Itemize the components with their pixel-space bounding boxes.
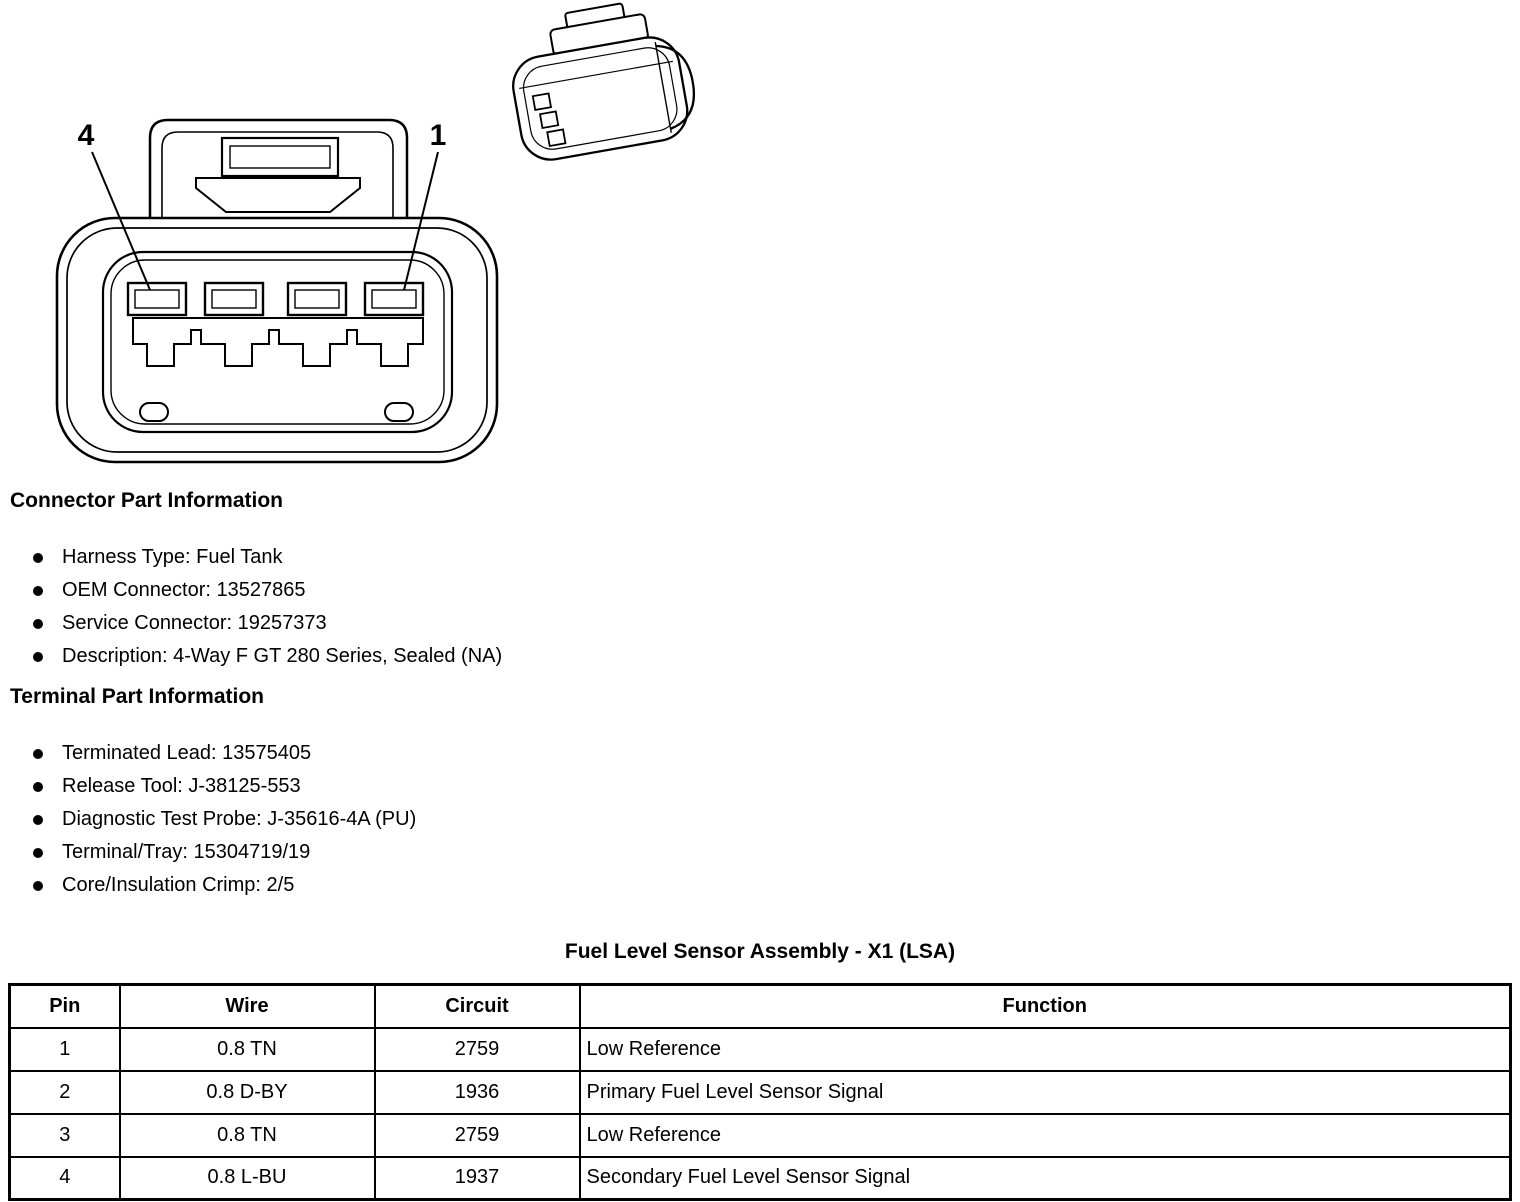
table-row-pin-1: 1 0.8 TN 2759 Low Reference (8, 1026, 1512, 1072)
cell-wire: 0.8 D-BY (118, 1069, 376, 1115)
pin-1-label: 1 (430, 119, 447, 152)
terminal-window (538, 110, 560, 130)
wire-seal-cap (655, 44, 695, 130)
connector-body-outline (55, 216, 499, 464)
table-header-row: Pin Wire Circuit Function (8, 983, 1512, 1029)
cell-wire: 0.8 TN (118, 1112, 376, 1158)
table-row-pin-3: 3 0.8 TN 2759 Low Reference (8, 1112, 1512, 1158)
pinout-table: Pin Wire Circuit Function 1 0.8 TN 2759 … (8, 983, 1512, 1201)
pin-4-leader-line (91, 151, 151, 291)
list-item-text: OEM Connector: 13527865 (62, 579, 306, 601)
cell-circuit: 1937 (373, 1155, 581, 1201)
cell-function: Low Reference (578, 1026, 1512, 1072)
list-item-text: Description: 4-Way F GT 280 Series, Seal… (62, 645, 503, 667)
connector-perspective-view-diagram (512, 2, 695, 161)
pin-cavity-1 (363, 281, 425, 317)
pin-cavity-3 (203, 281, 265, 317)
list-item-text: Service Connector: 19257373 (62, 612, 327, 634)
cell-wire: 0.8 L-BU (118, 1155, 376, 1201)
table-row-pin-4: 4 0.8 L-BU 1937 Secondary Fuel Level Sen… (8, 1155, 1512, 1201)
cell-function: Low Reference (578, 1112, 1512, 1158)
bullet-icon (33, 880, 43, 891)
cell-pin: 1 (8, 1026, 121, 1072)
list-item-text: Diagnostic Test Probe: J-35616-4A (PU) (62, 808, 417, 830)
list-item-text: Terminal/Tray: 15304719/19 (62, 841, 311, 863)
pin-cavity-2 (286, 281, 348, 317)
list-item: Harness Type: Fuel Tank (10, 541, 502, 574)
keying-comb (132, 317, 424, 367)
bullet-icon (33, 651, 43, 662)
terminal-part-info-heading: Terminal Part Information (10, 685, 264, 708)
pin-4-label: 4 (78, 119, 95, 152)
terminal-part-info-list: Terminated Lead: 13575405 Release Tool: … (10, 737, 416, 902)
list-item: OEM Connector: 13527865 (10, 574, 502, 607)
cell-pin: 2 (8, 1069, 121, 1115)
bullet-icon (33, 781, 43, 792)
cell-pin: 4 (8, 1155, 121, 1201)
cell-function: Primary Fuel Level Sensor Signal (578, 1069, 1512, 1115)
connector-latch-tab (148, 118, 409, 219)
list-item: Release Tool: J-38125-553 (10, 770, 416, 803)
list-item: Diagnostic Test Probe: J-35616-4A (PU) (10, 803, 416, 836)
list-item: Description: 4-Way F GT 280 Series, Seal… (10, 640, 502, 673)
pin-1-leader-line (403, 151, 439, 291)
header-wire: Wire (118, 983, 376, 1029)
header-circuit: Circuit (373, 983, 581, 1029)
list-item-text: Release Tool: J-38125-553 (62, 775, 301, 797)
bullet-icon (33, 585, 43, 596)
connector-part-info-list: Harness Type: Fuel Tank OEM Connector: 1… (10, 541, 502, 673)
locator-bump-right (384, 402, 414, 422)
bullet-icon (33, 552, 43, 563)
cell-pin: 3 (8, 1112, 121, 1158)
connector-front-view-diagram: 4 1 (55, 118, 499, 464)
bullet-icon (33, 847, 43, 858)
list-item: Service Connector: 19257373 (10, 607, 502, 640)
header-function: Function (578, 983, 1512, 1029)
table-row-pin-2: 2 0.8 D-BY 1936 Primary Fuel Level Senso… (8, 1069, 1512, 1115)
bullet-icon (33, 618, 43, 629)
connector-part-info-heading: Connector Part Information (10, 489, 284, 512)
cell-wire: 0.8 TN (118, 1026, 376, 1072)
header-pin: Pin (8, 983, 121, 1029)
locator-bump-left (139, 402, 169, 422)
list-item: Terminated Lead: 13575405 (10, 737, 416, 770)
cell-circuit: 2759 (373, 1026, 581, 1072)
list-item-text: Terminated Lead: 13575405 (62, 742, 312, 764)
list-item-text: Core/Insulation Crimp: 2/5 (62, 874, 295, 896)
cell-circuit: 2759 (373, 1112, 581, 1158)
bullet-icon (33, 748, 43, 759)
list-item: Core/Insulation Crimp: 2/5 (10, 869, 416, 902)
pin-table-title: Fuel Level Sensor Assembly - X1 (LSA) (564, 940, 956, 963)
cell-circuit: 1936 (373, 1069, 581, 1115)
connector-3d-body (512, 2, 695, 161)
list-item: Terminal/Tray: 15304719/19 (10, 836, 416, 869)
terminal-window (546, 128, 567, 148)
bullet-icon (33, 814, 43, 825)
terminal-window (531, 92, 553, 112)
list-item-text: Harness Type: Fuel Tank (62, 546, 283, 568)
cell-function: Secondary Fuel Level Sensor Signal (578, 1155, 1512, 1201)
pin-cavity-4 (126, 281, 188, 317)
